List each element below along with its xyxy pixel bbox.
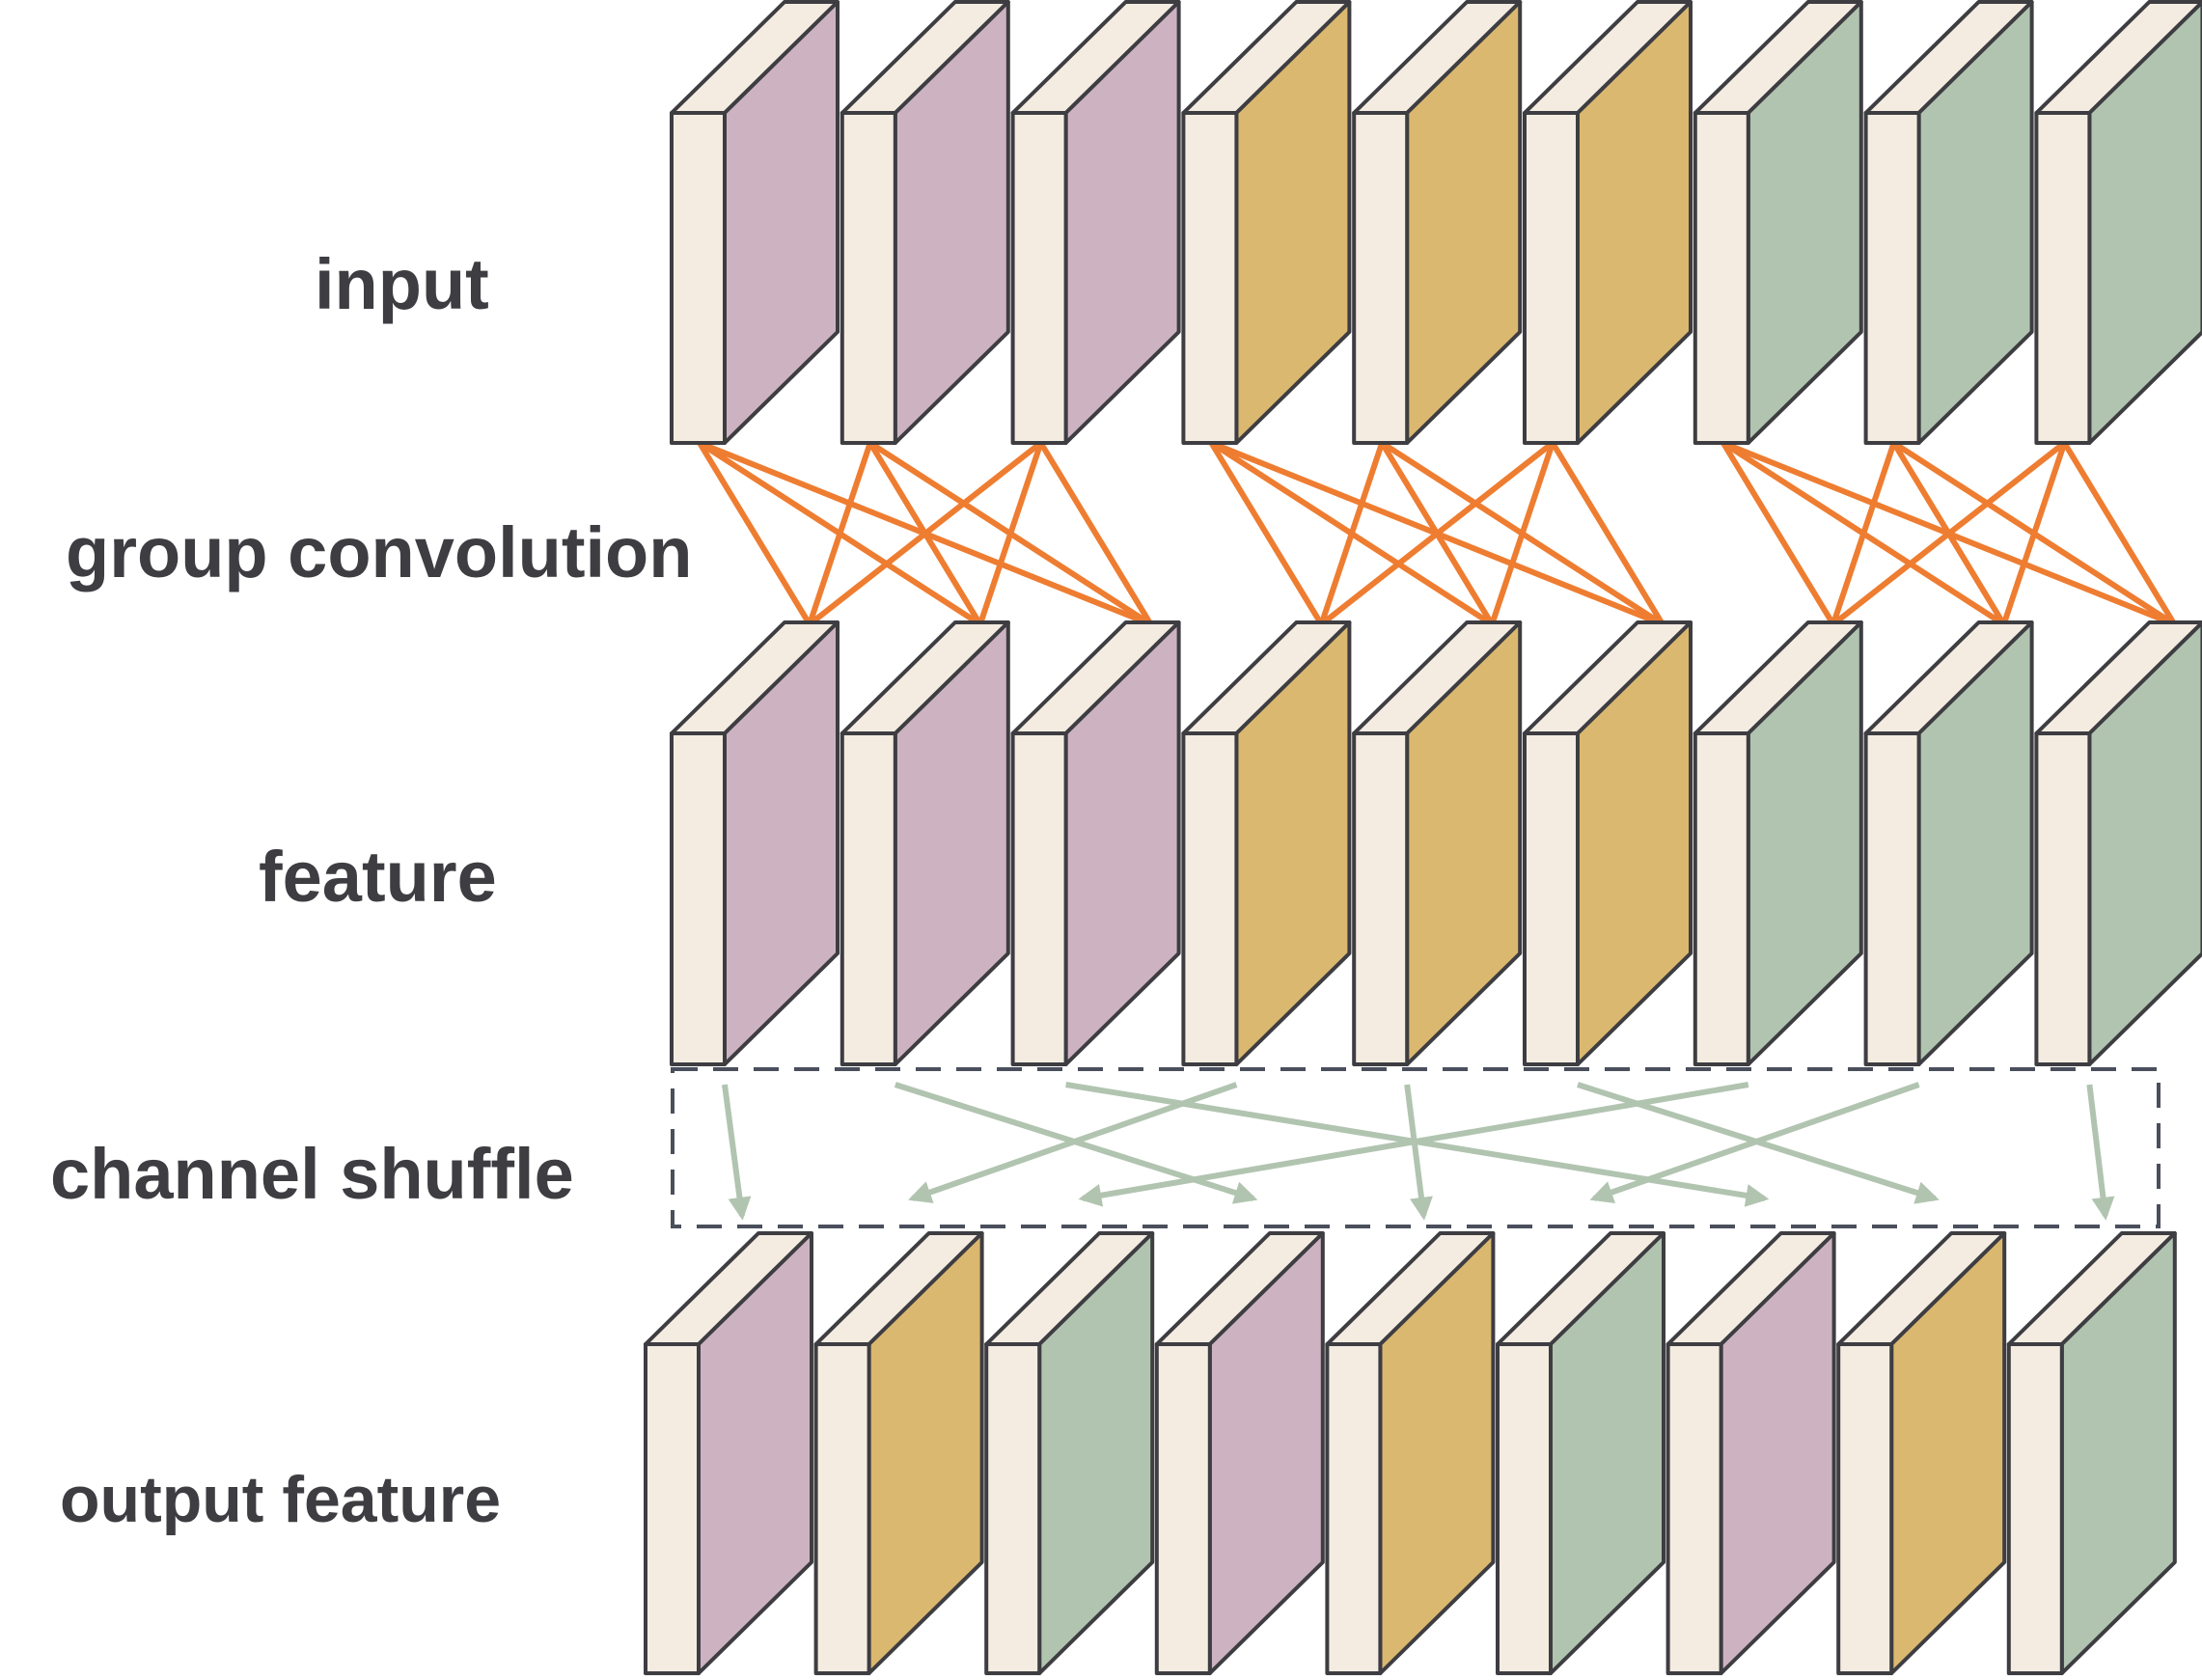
output-feature-channel-8 [1836,1231,2007,1675]
block-front-face [1010,111,1068,445]
block-front-face [1863,731,1921,1066]
block-front-face [1352,111,1410,445]
feature-channel-3 [1010,620,1181,1066]
block-front-face [1496,1342,1553,1675]
input-channel-3 [1010,0,1181,445]
input-channel-4 [1181,0,1352,445]
output-feature-channel-5 [1325,1231,1496,1675]
shuffle-arrow [2086,1084,2115,1221]
block-front-face [840,731,897,1066]
group-conv-line [807,440,873,627]
group-convolution-connections [697,440,2178,627]
output-feature-channel-7 [1665,1231,1836,1675]
channel-shuffle-region [671,1067,2161,1228]
block-front-face [2034,731,2092,1066]
feature-channel-9 [2034,620,2202,1066]
group-conv-line [2061,440,2178,627]
block-front-face [1523,111,1580,445]
group-conv-line [1037,440,1154,627]
block-front-face [984,1342,1042,1675]
block-front-face [840,111,897,445]
input-channel-5 [1352,0,1523,445]
channel-blocks [644,0,2202,1675]
block-front-face [1693,111,1750,445]
input-label: input [315,244,489,324]
block-front-face [1325,1342,1383,1675]
output-feature-channel-2 [813,1231,984,1675]
block-front-face [1523,731,1580,1066]
channel-shuffle-box [671,1067,2161,1228]
shuffle-arrow [722,1084,752,1221]
group-conv-line [1318,440,1386,627]
group-conv-line [1830,440,1897,627]
feature-channel-2 [840,620,1010,1066]
group-conv-line [977,440,1044,627]
group-conv-line [807,440,1044,627]
block-front-face [1181,111,1239,445]
group-conv-line [1720,440,1836,627]
output-feature-channel-1 [644,1231,813,1675]
output-feature-channel-3 [984,1231,1155,1675]
group-conv-line [1318,440,1555,627]
feature-channel-4 [1181,620,1352,1066]
block-front-face [1665,1342,1723,1675]
group-conv-line [1489,440,1555,627]
input-channel-2 [840,0,1010,445]
input-channel-7 [1693,0,1863,445]
input-channel-8 [1863,0,2034,445]
shuffle-arrow [1589,1082,1920,1203]
output-feature-channel-6 [1496,1231,1665,1675]
feature-channel-1 [670,620,840,1066]
feature-channel-6 [1523,620,1693,1066]
block-front-face [644,1342,701,1675]
block-front-face [1010,731,1068,1066]
block-front-face [1693,731,1750,1066]
output-feature-label: output feature [60,1463,502,1536]
output-feature-channel-9 [2006,1231,2177,1675]
feature-label: feature [259,837,497,917]
group-conv-line [2000,440,2068,627]
input-channel-1 [670,0,840,445]
block-front-face [2034,111,2092,445]
shuffle-arrow [908,1082,1238,1203]
block-front-face [670,111,727,445]
feature-channel-5 [1352,620,1523,1066]
block-front-face [670,731,727,1066]
group-conv-line [697,440,812,627]
block-front-face [1181,731,1239,1066]
block-front-face [2006,1342,2064,1675]
feature-channel-8 [1863,620,2034,1066]
shuffle-arrow [1078,1082,1749,1207]
shuffle-arrow [1404,1084,1433,1221]
output-feature-channel-4 [1154,1231,1325,1675]
block-front-face [1352,731,1410,1066]
block-front-face [1836,1342,1894,1675]
group-conv-line [1550,440,1665,627]
group-conv-line [1208,440,1325,627]
group-convolution-label: group convolution [66,512,693,592]
block-front-face [813,1342,871,1675]
channel-shuffle-label: channel shuffle [50,1134,574,1214]
block-front-face [1154,1342,1212,1675]
block-front-face [1863,111,1921,445]
input-channel-6 [1523,0,1693,445]
feature-channel-7 [1693,620,1863,1066]
input-channel-9 [2034,0,2202,445]
group-conv-line [1830,440,2068,627]
